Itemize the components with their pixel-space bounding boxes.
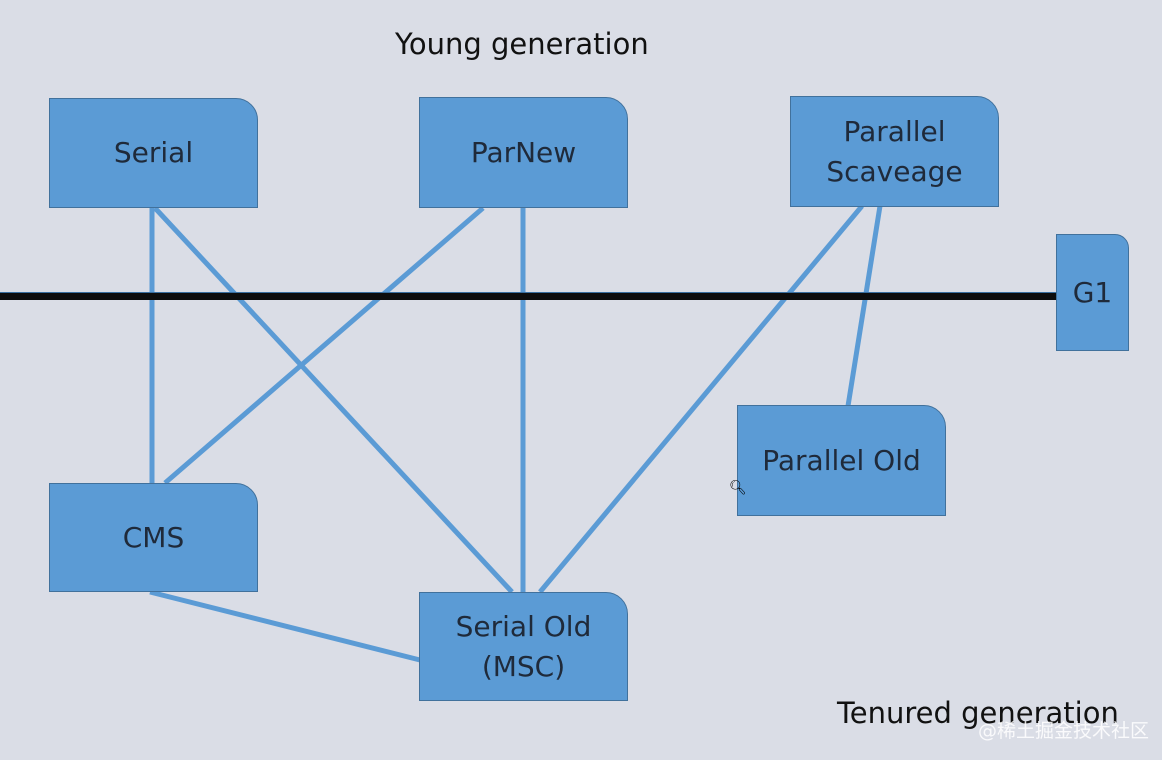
connector-parallel-scavenge-parallel-old bbox=[845, 205, 883, 407]
serial-node: Serial bbox=[49, 98, 258, 208]
g1-node: G1 bbox=[1056, 234, 1129, 351]
parnew-node: ParNew bbox=[419, 97, 628, 208]
zoom-cursor-icon: 🔍︎ bbox=[729, 480, 747, 496]
serial-old-node: Serial Old (MSC) bbox=[419, 592, 628, 701]
cms-node: CMS bbox=[49, 483, 258, 592]
parallel-scavenge-node: Parallel Scaveage bbox=[790, 96, 999, 207]
connector-serial-serial-old bbox=[153, 206, 514, 594]
watermark-text: @稀土掘金技术社区 bbox=[978, 720, 1150, 742]
connector-cms-serial-old bbox=[149, 589, 421, 663]
young-generation-heading: Young generation bbox=[395, 27, 649, 61]
parallel-old-node: Parallel Old bbox=[737, 405, 946, 516]
generation-divider bbox=[0, 292, 1060, 300]
connector-parnew-cms bbox=[163, 206, 485, 485]
tenured-generation-heading: Tenured generation bbox=[837, 696, 1119, 730]
connector-parallel-scavenge-serial-old bbox=[538, 204, 864, 594]
